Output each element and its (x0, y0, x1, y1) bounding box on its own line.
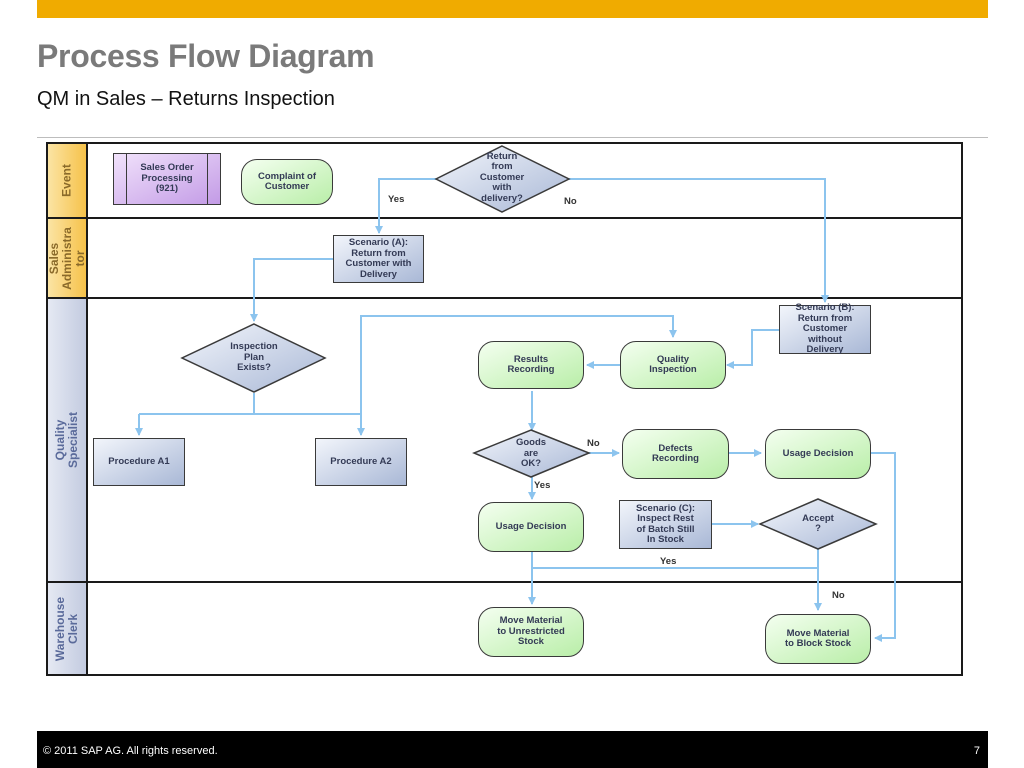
yes-label: Yes (534, 480, 551, 491)
connector-usage-block (871, 452, 896, 642)
scenario-c-label: Scenario (C): Inspect Rest of Batch Stil… (635, 502, 696, 545)
defects-recording-label: Defects Recording (652, 442, 699, 464)
usage-decision-node: Usage Decision (765, 429, 871, 479)
scenario-a-label: Scenario (A): Return from Customer with … (345, 237, 412, 280)
connector-plan-branch (139, 393, 361, 435)
inspection-plan-label: Inspection Plan Exists? (230, 341, 278, 374)
lane-sales-administrator: Sales Administra tor (47, 219, 88, 297)
complaint-of-customer-node: Complaint of Customer (241, 159, 333, 205)
complaint-of-customer-label: Complaint of Customer (257, 170, 317, 192)
page-subtitle: QM in Sales – Returns Inspection (37, 88, 335, 110)
usage-decision-label: Usage Decision (782, 447, 854, 459)
accept-diamond (758, 498, 878, 550)
accent-bar (37, 0, 988, 18)
connector-scenario-a (250, 258, 333, 322)
connector-scenario-b (726, 329, 779, 369)
procedure-a1-node: Procedure A1 (93, 438, 185, 486)
quality-inspection-node: Quality Inspection (620, 341, 726, 389)
return-decision-label: Return from Customer with delivery? (479, 150, 525, 204)
results-recording-label: Results Recording (507, 353, 555, 375)
usage-decision-left-node: Usage Decision (478, 502, 584, 552)
sales-order-processing-bars (126, 154, 208, 204)
connector-return-yes (375, 178, 436, 234)
scenario-b-label: Scenario (B): Return from Customer witho… (795, 302, 855, 356)
lane-warehouse-clerk: Warehouse Clerk (48, 583, 88, 674)
goods-ok-diamond (472, 429, 591, 478)
usage-decision-left-label: Usage Decision (495, 520, 567, 532)
header-divider (37, 137, 988, 138)
no-label: No (564, 196, 577, 207)
sales-order-processing-label: Sales Order Processing (921) (140, 162, 194, 195)
procedure-a2-label: Procedure A2 (330, 455, 392, 467)
copyright-text: © 2011 SAP AG. All rights reserved. (43, 745, 218, 757)
lane-quality-specialist: Quality Specialist (48, 299, 88, 581)
procedure-a2-node: Procedure A2 (315, 438, 407, 486)
lane-divider (46, 297, 963, 299)
connector-a2-loop (360, 315, 677, 414)
lane-divider (46, 217, 963, 219)
lane-event: Event (48, 144, 88, 217)
accept-label: Accept ? (802, 512, 834, 534)
scenario-c-node: Scenario (C): Inspect Rest of Batch Stil… (619, 500, 712, 549)
move-unrestricted-label: Move Material to Unrestricted Stock (497, 615, 565, 648)
move-unrestricted-node: Move Material to Unrestricted Stock (478, 607, 584, 657)
procedure-a1-label: Procedure A1 (108, 455, 170, 467)
inspection-plan-diamond (180, 323, 327, 393)
footer-bar: © 2011 SAP AG. All rights reserved. 7 (37, 731, 988, 768)
defects-recording-node: Defects Recording (622, 429, 729, 479)
page-number: 7 (973, 745, 980, 757)
scenario-b-node: Scenario (B): Return from Customer witho… (779, 302, 871, 356)
return-decision-diamond (434, 145, 571, 213)
quality-inspection-label: Quality Inspection (649, 353, 697, 375)
yes-label: Yes (388, 194, 405, 205)
yes-label: Yes (660, 556, 677, 567)
sales-order-processing-node: Sales Order Processing (921) (113, 153, 221, 205)
results-recording-node: Results Recording (478, 341, 584, 389)
swimlane-frame (46, 142, 963, 676)
lane-divider (46, 581, 963, 583)
scenario-a-node: Scenario (A): Return from Customer with … (333, 235, 424, 283)
page-title: Process Flow Diagram (37, 38, 375, 74)
no-label: No (832, 590, 845, 601)
goods-ok-label: Goods are OK? (515, 437, 547, 470)
move-block-node: Move Material to Block Stock (765, 614, 871, 664)
connector-return-no (569, 178, 829, 303)
no-label: No (587, 438, 600, 449)
move-block-label: Move Material to Block Stock (785, 627, 851, 649)
